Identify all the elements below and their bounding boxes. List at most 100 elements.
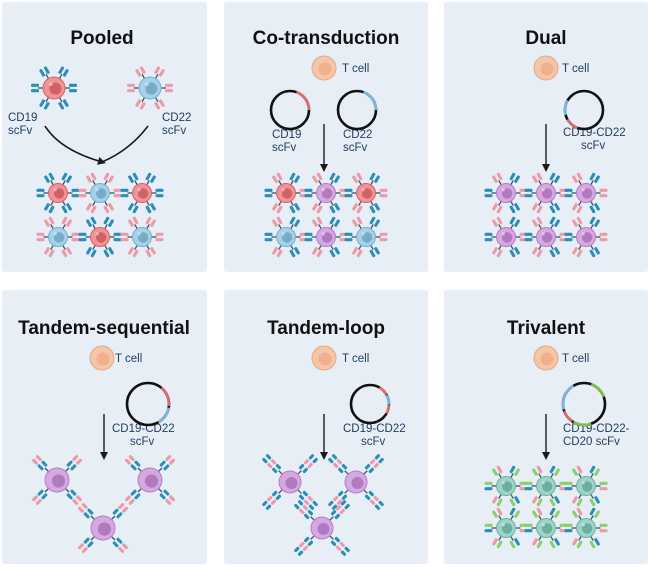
t-cell [89,345,115,371]
car-receptor [36,188,50,198]
trivalent-car-t-cell [484,507,528,549]
car-receptor [150,232,164,242]
tandem-loop-receptor [363,489,384,510]
tandem-vector [125,381,171,427]
label-pooled-cd19-scfv: scFv [8,125,33,137]
car-receptor [564,481,578,491]
tandem-loop-car-t-cell [294,500,350,556]
tandem-car-t-cell [77,502,129,554]
dual-car-t-cell [484,172,528,214]
co-transduced-car-t-cell [344,172,388,214]
car-receptor [108,232,122,242]
tandem-loop-vector [349,383,391,425]
pooled-cd22-car-t-cell [120,216,164,258]
label-pooled-cd22-scfv: scFv [162,125,187,137]
label-pooled-cd22: CD22 [162,112,191,124]
tandem-receptor [65,454,83,472]
car-receptor [524,481,538,491]
tandem-loop-receptor [328,454,349,475]
tandem-loop-receptor [363,454,384,475]
trivalent-vector [561,381,607,427]
tandem-loop-car-t-cell [328,454,384,510]
t-cell [311,55,337,81]
tandem-receptor [77,536,95,554]
panel-title-tandem-sequential: Tandem-sequential [18,318,190,339]
tandem-loop-car-t-cell [262,454,318,510]
car-receptor [108,188,122,198]
car-receptor [31,83,44,93]
label-cotrans-cd19: CD19 [272,129,301,141]
pooled-cd22-car-t-cell [36,216,80,258]
label-dual-construct: CD19-CD22 [563,127,626,139]
label-tloop-construct: CD19-CD22 [343,423,406,435]
tandem-receptor [31,488,49,506]
car-receptor [594,523,608,533]
car-receptor [127,83,140,93]
tandem-loop-receptor [329,500,350,521]
label-trivalent-construct: CD19-CD22- [563,423,630,435]
co-transduced-car-t-cell [264,172,308,214]
tandem-receptor [158,488,176,506]
t-cell [311,345,337,371]
tandem-receptor [158,454,176,472]
cd22-car-t-cell [127,66,173,110]
label-tloop-scfv: scFv [361,436,386,448]
tandem-loop-receptor [328,489,349,510]
tandem-receptor [111,502,129,520]
cd19-car-t-cell [31,66,77,110]
panel-title-pooled: Pooled [70,28,133,49]
tcell-label-tandem-loop: T cell [342,353,369,365]
trivalent-car-t-cell [564,507,608,549]
car-receptor [344,188,358,198]
tcell-label-trivalent: T cell [562,353,589,365]
car-receptor [66,188,80,198]
drawn-elements [31,55,608,556]
arrow-pooled-right [101,125,149,163]
car-receptor [120,232,134,242]
co-transduced-car-t-cell [304,216,348,258]
car-receptor [264,232,278,242]
tcell-label-dual: T cell [562,63,589,75]
dual-car-t-cell [564,172,608,214]
label-tseq-construct: CD19-CD22 [112,423,175,435]
t-cell [533,345,559,371]
tandem-car-t-cell [31,454,83,506]
trivalent-car-t-cell [524,507,568,549]
panel-title-trivalent: Trivalent [507,318,586,339]
trivalent-car-t-cell [524,465,568,507]
car-receptor [484,523,498,533]
trivalent-car-t-cell [484,465,528,507]
co-transduced-car-t-cell [264,216,308,258]
tandem-loop-receptor [262,454,283,475]
tandem-receptor [77,502,95,520]
panel-title-dual: Dual [525,28,566,49]
arrow-pooled-left [44,125,106,165]
car-receptor [484,481,498,491]
tandem-receptor [111,536,129,554]
tandem-loop-receptor [262,489,283,510]
bicistronic-vector [563,89,605,131]
trivalent-car-t-cell [564,465,608,507]
dual-car-t-cell [524,172,568,214]
car-receptor [484,232,498,242]
car-receptor [564,523,578,533]
dual-car-t-cell [524,216,568,258]
tandem-receptor [124,454,142,472]
pooled-cd19-car-t-cell [36,172,80,214]
t-cell [533,55,559,81]
car-receptor [524,523,538,533]
panel-title-tandem-loop: Tandem-loop [267,318,385,339]
label-pooled-cd19: CD19 [8,112,37,124]
pooled-cd19-car-t-cell [120,172,164,214]
dual-car-t-cell [564,216,608,258]
tcell-label-tandem-sequential: T cell [115,353,142,365]
co-transduced-car-t-cell [344,216,388,258]
panel-title-co-transduction: Co-transduction [253,28,400,49]
label-trivalent-scfv: CD20 scFv [563,436,620,448]
car-receptor [344,232,358,242]
panel-tandem-loop [224,290,428,564]
cd19-vector [269,89,311,131]
tandem-loop-receptor [329,535,350,556]
